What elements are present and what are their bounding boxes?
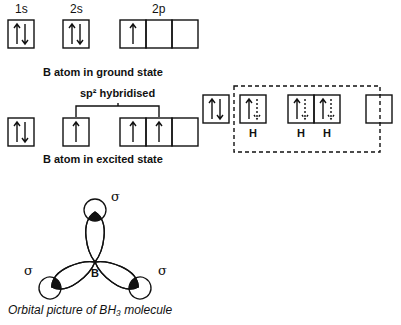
atom-label: H <box>249 127 257 140</box>
sp2-lobe <box>84 199 106 262</box>
hybrid-bracket <box>76 103 159 117</box>
electron-down <box>22 122 28 142</box>
electron-down <box>217 99 223 119</box>
orbital-name: 2p <box>152 3 165 17</box>
orbital-box <box>172 118 198 146</box>
orbital-box <box>288 95 314 123</box>
orbital-box <box>240 95 266 123</box>
electron-up <box>69 24 75 44</box>
electron-up <box>246 99 252 119</box>
orbital-box <box>366 95 392 123</box>
electron-up <box>130 122 136 142</box>
electron-down <box>328 99 334 119</box>
orbital-box <box>146 118 172 146</box>
orbital-box <box>63 118 89 146</box>
atom-label: H <box>297 127 305 140</box>
electron-up <box>14 24 20 44</box>
orbital-box <box>203 95 229 123</box>
orbital-box <box>63 20 89 48</box>
atom-label: B <box>91 267 99 280</box>
electron-up <box>73 122 79 142</box>
electron-up <box>156 122 162 142</box>
sp2-lobe <box>35 252 101 303</box>
electron-down <box>22 24 28 44</box>
bond-label: σ <box>158 264 167 279</box>
hybrid-region <box>234 86 380 152</box>
electron-up <box>14 122 20 142</box>
orbital-box <box>8 20 34 48</box>
orbital-box <box>8 118 34 146</box>
orbital-name: 1s <box>15 3 28 17</box>
state-label: B atom in ground state <box>43 66 163 79</box>
atom-label: H <box>323 127 331 140</box>
orbital-box <box>120 118 146 146</box>
hybrid-label: sp² hybridised <box>80 87 155 100</box>
electron-up <box>320 99 326 119</box>
sp2-lobe <box>90 252 156 303</box>
orbital-name: 2s <box>70 3 83 17</box>
figure-caption: Orbital picture of BH₃ molecule <box>8 304 172 318</box>
electron-up <box>130 24 136 44</box>
orbital-box <box>146 20 172 48</box>
state-label: B atom in excited state <box>43 153 163 166</box>
electron-down <box>77 24 83 44</box>
orbital-box <box>120 20 146 48</box>
bond-label: σ <box>111 190 120 205</box>
electron-down <box>254 99 260 119</box>
orbital-box <box>314 95 340 123</box>
orbital-box <box>172 20 198 48</box>
electron-down <box>302 99 308 119</box>
bond-label: σ <box>24 264 33 279</box>
electron-up <box>209 99 215 119</box>
electron-up <box>294 99 300 119</box>
